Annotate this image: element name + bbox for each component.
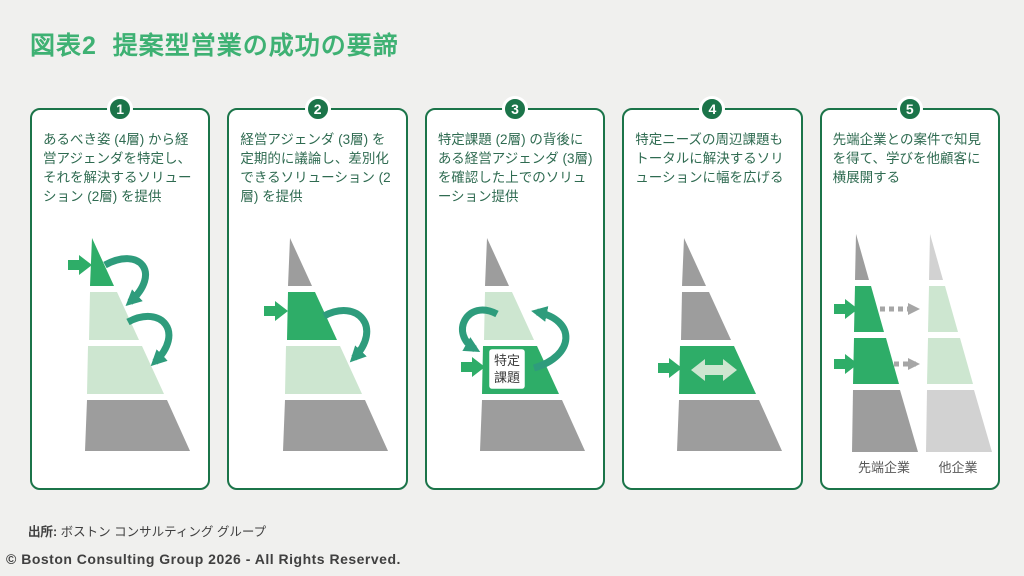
step-description: 特定ニーズの周辺課題もトータルに解決するソリューションに幅を広げる (635, 132, 784, 186)
step-number-badge: 1 (107, 96, 134, 122)
pyramid-segment-4 (480, 400, 586, 451)
step-description: 経営アジェンダ (3層) を定期的に議論し、差別化できるソリューション (2層)… (240, 132, 391, 205)
pyramid-segment-2 (681, 292, 732, 340)
cycle-arrow-right-icon (531, 306, 570, 372)
step-card-4: 4 特定ニーズの周辺課題もトータルに解決するソリューションに幅を広げる (622, 96, 803, 490)
step-card-1: 1 あるべき姿 (4層) から経営アジェンダを特定し、それを解決するソリューショ… (30, 96, 211, 490)
curved-arrow-icon (126, 313, 173, 367)
pyramid-segment-2 (853, 286, 884, 332)
pyramid-segment-4 (677, 400, 783, 451)
source-text: ボストン コンサルティング グループ (57, 525, 267, 539)
source-note: 出所: ボストン コンサルティング グループ (28, 521, 266, 540)
right-arrow-icon (833, 354, 858, 374)
pyramid-segment-3 (852, 338, 899, 384)
step-card-2: 2 経営アジェンダ (3層) を定期的に議論し、差別化できるソリューション (2… (227, 96, 408, 490)
step-number-badge: 2 (304, 96, 331, 122)
pyramid-segment-2 (89, 292, 140, 340)
step-description: 先端企業との案件で知見を得て、学びを他顧客に横展開する (832, 132, 981, 186)
pyramid-segment-1 (682, 238, 707, 286)
pyramid-segment-2 (484, 292, 535, 340)
right-arrow-icon (68, 255, 93, 275)
pyramid-segment-1 (287, 238, 312, 286)
right-arrow-icon (833, 299, 858, 319)
pyramid-diagram-3: 特定 課題 (459, 238, 586, 451)
pyramid-diagram-5: 先端企業 他企業 (833, 234, 992, 475)
svg-text:課題: 課題 (494, 370, 520, 385)
pyramid-segment-4 (85, 400, 191, 451)
pyramid-segment-1 (928, 234, 943, 280)
pyramid-segment-3 (926, 338, 973, 384)
pyramid-segment-4 (925, 390, 992, 452)
curved-arrow-icon (321, 307, 370, 363)
cycle-arrow-left-icon (459, 306, 499, 353)
double-arrow-icon (691, 359, 738, 381)
step-number-badge: 4 (699, 96, 726, 122)
pyramid-segment-4 (282, 400, 388, 451)
pyramid-segment-1 (90, 238, 115, 286)
pyramid-diagram-1 (68, 238, 191, 451)
curved-arrow-icon (103, 255, 150, 307)
focus-issue-label-box: 特定 課題 (486, 346, 528, 392)
step-number-badge: 3 (502, 96, 529, 122)
pyramid-segment-2 (286, 292, 337, 340)
step-description: 特定課題 (2層) の背後にある経営アジェンダ (3層) を確認した上でのソリュ… (437, 132, 593, 205)
right-arrow-icon (263, 301, 288, 321)
step-number-badge: 5 (896, 96, 923, 122)
svg-text:特定: 特定 (494, 353, 520, 368)
right-arrow-icon (461, 357, 486, 377)
step-card-5: 5 先端企業との案件で知見を得て、学びを他顧客に横展開する 先端企業 (819, 96, 1001, 490)
pyramid-diagram-2 (263, 238, 388, 451)
step-description: あるべき姿 (4層) から経営アジェンダを特定し、それを解決するソリューション … (43, 132, 192, 205)
pyramid-diagram-4 (658, 238, 783, 451)
leading-company-label: 先端企業 (858, 460, 910, 475)
pyramid-segment-2 (927, 286, 958, 332)
steps-row: 1 あるべき姿 (4層) から経営アジェンダを特定し、それを解決するソリューショ… (30, 96, 1001, 490)
step-card-3: 3 特定課題 (2層) の背後にある経営アジェンダ (3層) を確認した上でのソ… (424, 96, 606, 490)
pyramid-segment-1 (485, 238, 510, 286)
pyramid-segment-3 (284, 346, 362, 394)
right-arrow-icon (658, 358, 683, 378)
pyramid-segment-1 (854, 234, 869, 280)
copyright-note: © Boston Consulting Group 2026 - All Rig… (6, 551, 401, 567)
page-title: 図表2 提案型営業の成功の要諦 (30, 32, 399, 60)
source-label: 出所: (28, 525, 58, 539)
other-company-label: 他企業 (938, 460, 977, 475)
pyramid-segment-4 (851, 390, 918, 452)
pyramid-segment-3 (87, 346, 165, 394)
